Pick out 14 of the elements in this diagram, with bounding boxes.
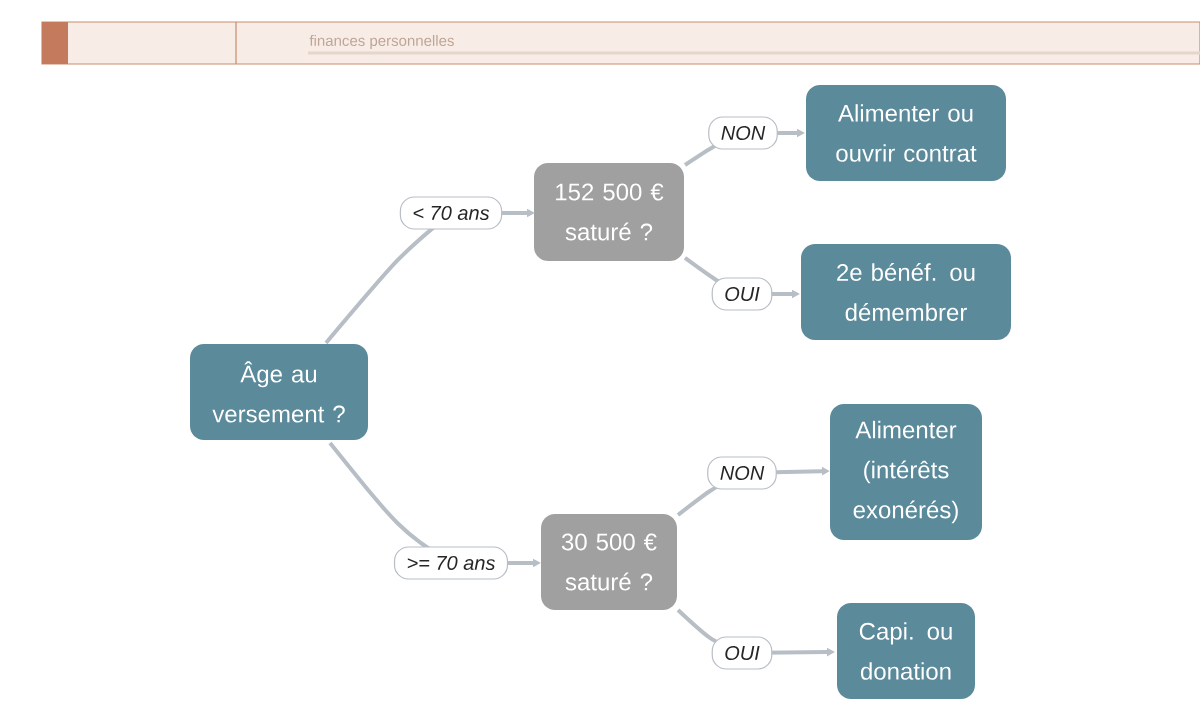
edge-label: OUI [711, 636, 773, 670]
question-box: 152 500 € saturé ? [534, 163, 684, 261]
answer-box: 2e bénéf. ou démembrer [801, 244, 1011, 340]
edge-label: NON [707, 456, 777, 490]
question-box: 30 500 € saturé ? [541, 514, 677, 610]
edge-label: < 70 ans [399, 196, 503, 230]
edge-label: >= 70 ans [393, 546, 509, 580]
tagline: finances personnelles [309, 35, 454, 49]
edge-label: NON [708, 116, 778, 150]
answer-box: Capi. ou donation [837, 603, 975, 699]
answer-box: Alimenter (intérêts exonérés) [830, 404, 982, 540]
answer-box: Âge au versement ? [190, 344, 368, 440]
edge-label: OUI [711, 277, 773, 311]
answer-box: Alimenter ou ouvrir contrat [806, 85, 1006, 181]
